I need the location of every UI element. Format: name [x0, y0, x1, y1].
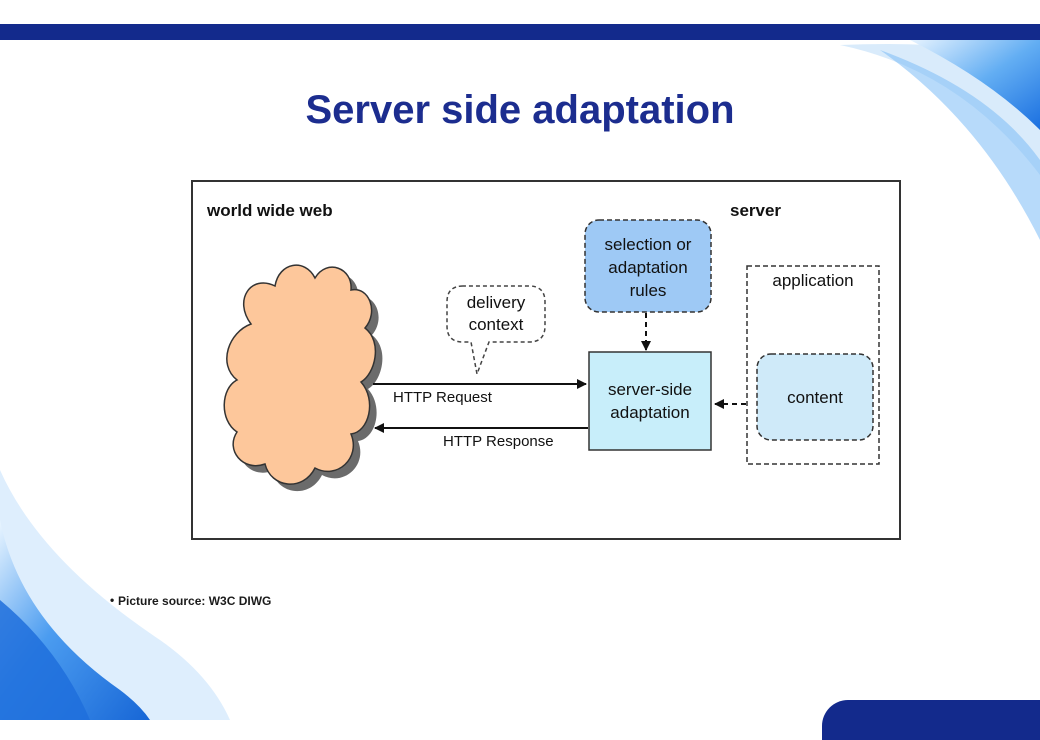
rules-line-1: selection or	[605, 235, 692, 254]
adaptation-line-2: adaptation	[610, 403, 689, 422]
content-label: content	[787, 388, 843, 407]
swoosh-bottom-left-band	[0, 600, 90, 720]
label-server: server	[730, 201, 781, 220]
decorative-swooshes	[0, 40, 1040, 720]
application-label: application	[772, 271, 853, 290]
http-request-label: HTTP Request	[393, 389, 493, 406]
source-note-text: Picture source: W3C DIWG	[118, 594, 272, 608]
adaptation-diagram: world wide web server selection or adapt…	[191, 180, 901, 540]
delivery-context-line-1: delivery	[467, 293, 526, 312]
swoosh-top-right	[910, 40, 1040, 130]
http-response-label: HTTP Response	[443, 433, 554, 450]
top-banner-bar	[0, 24, 1040, 40]
swoosh-top-right-band	[880, 50, 1040, 240]
application-container: application content	[746, 265, 880, 465]
delivery-context-line-2: context	[469, 315, 524, 334]
delivery-context-bubble: delivery context	[446, 285, 546, 377]
label-world-wide-web: world wide web	[206, 201, 333, 220]
slide-title: Server side adaptation	[305, 88, 735, 132]
diagram-canvas: world wide web server selection or adapt…	[206, 201, 880, 492]
bottom-right-tab	[822, 700, 1040, 740]
server-side-adaptation-box: server-side adaptation	[588, 351, 712, 451]
adaptation-line-1: server-side	[608, 380, 692, 399]
rules-line-2: adaptation	[608, 258, 687, 277]
rules-box: selection or adaptation rules	[584, 219, 712, 313]
rules-line-3: rules	[630, 281, 667, 300]
bullet-marker: •	[110, 593, 115, 607]
source-note: • Picture source: W3C DIWG	[110, 593, 272, 608]
internet-cloud	[223, 264, 383, 492]
